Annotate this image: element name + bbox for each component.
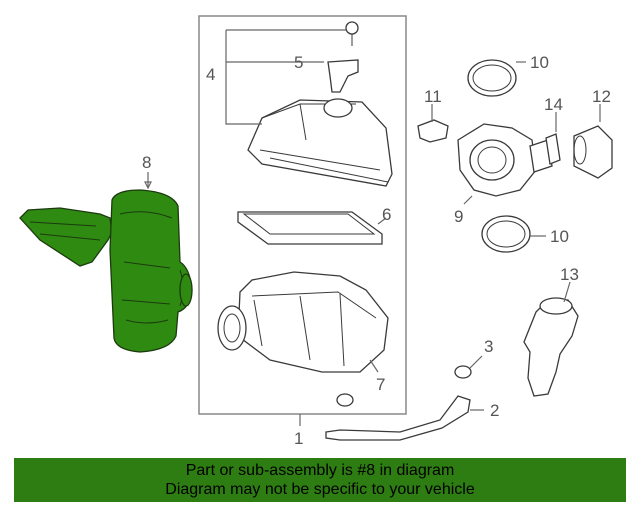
callout-10-lower: 10 [550, 227, 569, 246]
part-14-connector[interactable] [545, 133, 561, 165]
part-4-screw[interactable] [345, 21, 359, 46]
air-cleaner-cap[interactable] [247, 98, 393, 187]
callout-3: 3 [484, 337, 493, 356]
callout-8: 8 [142, 153, 151, 172]
assembly-frame [198, 15, 407, 415]
callout-1: 1 [294, 429, 303, 448]
part-11-fitting[interactable] [417, 119, 449, 143]
callout-4: 4 [206, 65, 215, 84]
part-8-air-inlet-duct[interactable] [19, 189, 193, 353]
grommet[interactable] [336, 393, 354, 407]
part-info-banner: Part or sub-assembly is #8 in diagram Di… [14, 458, 626, 502]
part-10-clamp-upper[interactable] [467, 59, 517, 97]
callout-6: 6 [382, 205, 391, 224]
callout-13: 13 [560, 265, 579, 284]
callout-12: 12 [592, 87, 611, 106]
part-2-bracket[interactable] [325, 395, 471, 441]
air-cleaner-case[interactable] [217, 271, 389, 373]
callout-2: 2 [490, 401, 499, 420]
part-3-grommet[interactable] [454, 365, 472, 379]
part-10-clamp-lower[interactable] [481, 215, 531, 253]
parts-diagram: 1 2 3 4 5 6 7 8 9 10 10 11 12 13 14 [19, 15, 613, 448]
callout-14: 14 [544, 95, 563, 114]
part-12-resonator-cap[interactable] [573, 125, 613, 179]
callout-9: 9 [454, 207, 463, 226]
banner-line-1: Part or sub-assembly is #8 in diagram [185, 462, 455, 479]
callout-5: 5 [294, 53, 303, 72]
part-6-filter-element[interactable] [237, 211, 383, 245]
callout-10-upper: 10 [530, 53, 549, 72]
part-9-intake-tube[interactable] [457, 123, 553, 197]
part-13-resonator[interactable] [523, 297, 579, 397]
part-5-mass-airflow-sensor[interactable] [327, 59, 359, 93]
banner-line-2: Diagram may not be specific to your vehi… [165, 481, 475, 498]
callout-7: 7 [376, 375, 385, 394]
leader-lines [144, 29, 601, 426]
callout-11: 11 [424, 87, 442, 106]
